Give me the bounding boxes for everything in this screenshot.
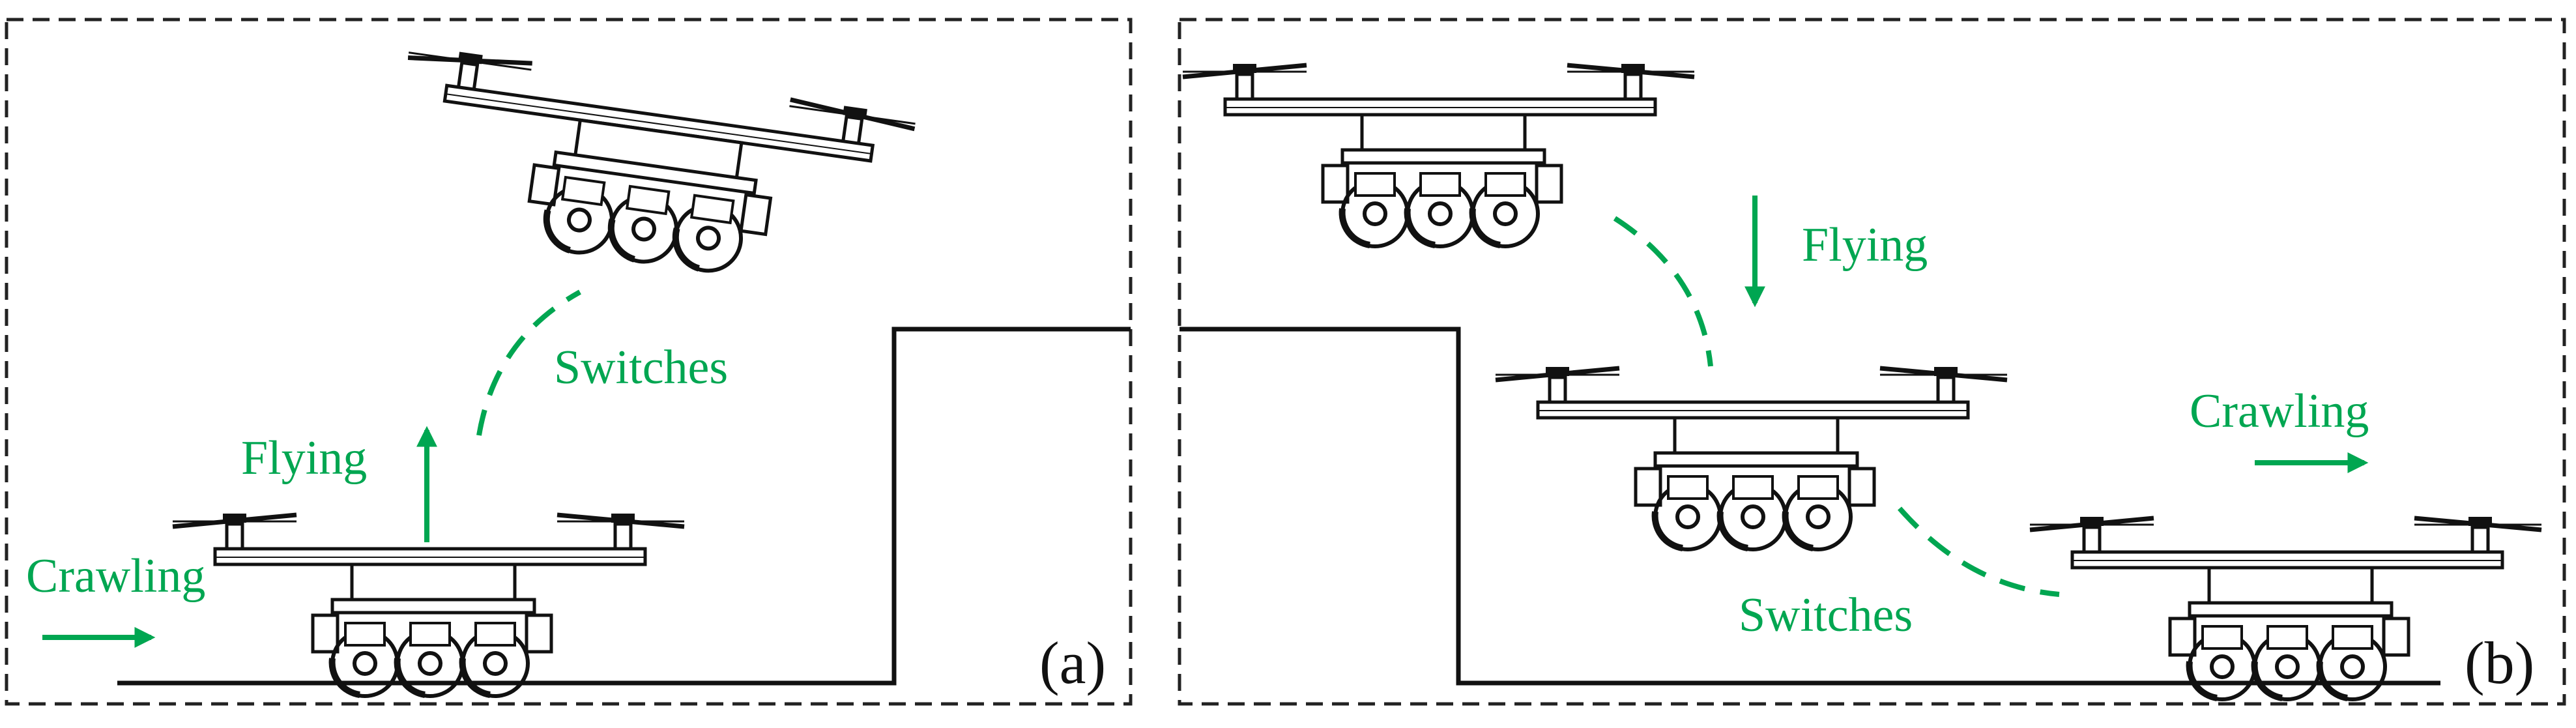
label-crawling: Crawling (2190, 385, 2369, 438)
panel-label: (a) (1039, 630, 1106, 696)
drone-robot-icon (1496, 367, 2007, 549)
transition-path-icon (1613, 216, 1713, 367)
panel-label: (b) (2465, 630, 2534, 696)
panel-a: Crawling Flying Switches (a) (5, 18, 1133, 706)
panel-b-frame (1178, 18, 2566, 706)
label-crawling: Crawling (26, 549, 205, 603)
panel-a-frame (5, 18, 1133, 706)
transition-path-icon (1897, 506, 2060, 597)
label-flying: Flying (1802, 218, 1928, 272)
label-switches: Switches (1739, 589, 1913, 642)
ground-step-up (117, 327, 1131, 686)
label-switches: Switches (554, 341, 728, 394)
panel-b: Flying Crawling Switches (b) (1178, 18, 2566, 706)
ground-step-down (1179, 327, 2440, 686)
transition-path-icon (476, 289, 581, 436)
drone-robot-icon (384, 45, 916, 297)
label-flying: Flying (241, 431, 367, 485)
